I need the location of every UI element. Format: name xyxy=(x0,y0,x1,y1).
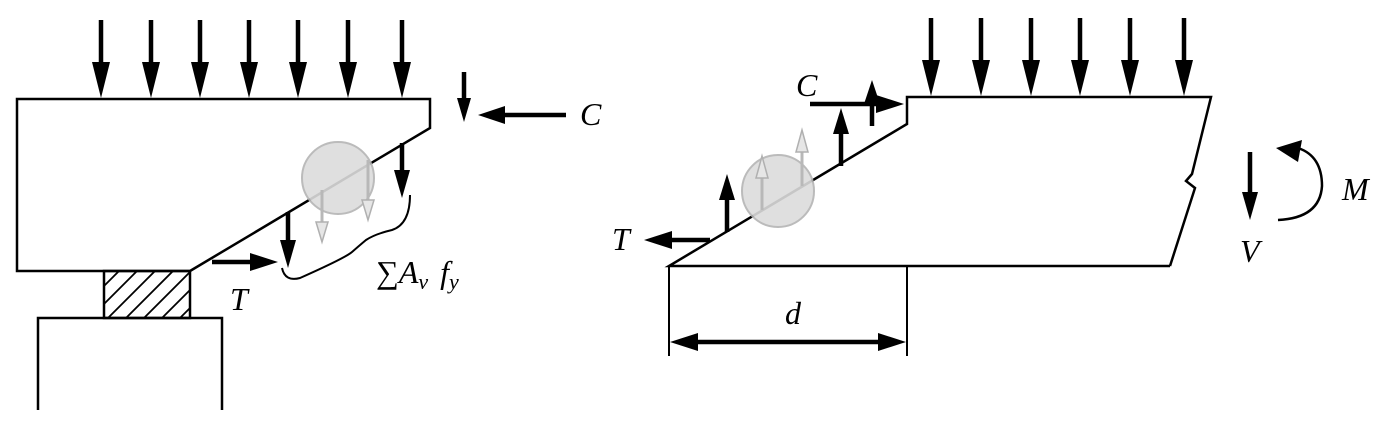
moment-label: M xyxy=(1341,171,1371,207)
left-tension-arrow xyxy=(212,253,278,271)
stirrup-brace xyxy=(281,194,411,280)
right-compression-arrow xyxy=(810,80,904,126)
shear-label: V xyxy=(1240,233,1263,269)
right-beam-outline xyxy=(664,95,1213,268)
right-compression-label: C xyxy=(796,67,818,103)
left-cut-shear-arrow xyxy=(457,72,471,122)
depth-dimension xyxy=(668,266,908,356)
depth-label: d xyxy=(785,295,802,331)
left-tension-label: T xyxy=(230,281,250,317)
left-compression-arrow xyxy=(478,106,566,124)
right-ghost-circle xyxy=(741,127,815,228)
shear-arrow xyxy=(1242,152,1258,220)
left-ghost-circle xyxy=(301,141,376,245)
right-tension-label: T xyxy=(612,221,632,257)
left-stirrup-arrows xyxy=(280,143,410,268)
right-distributed-load xyxy=(922,18,1193,96)
right-figure: C T V xyxy=(612,18,1371,356)
right-stirrup-arrows xyxy=(719,108,849,232)
left-beam-outline xyxy=(15,97,432,273)
left-distributed-load xyxy=(92,20,411,98)
left-compression-label: C xyxy=(580,96,602,132)
right-tension-arrow xyxy=(644,231,710,249)
support-column xyxy=(36,316,224,410)
moment-arrow xyxy=(1276,140,1324,222)
